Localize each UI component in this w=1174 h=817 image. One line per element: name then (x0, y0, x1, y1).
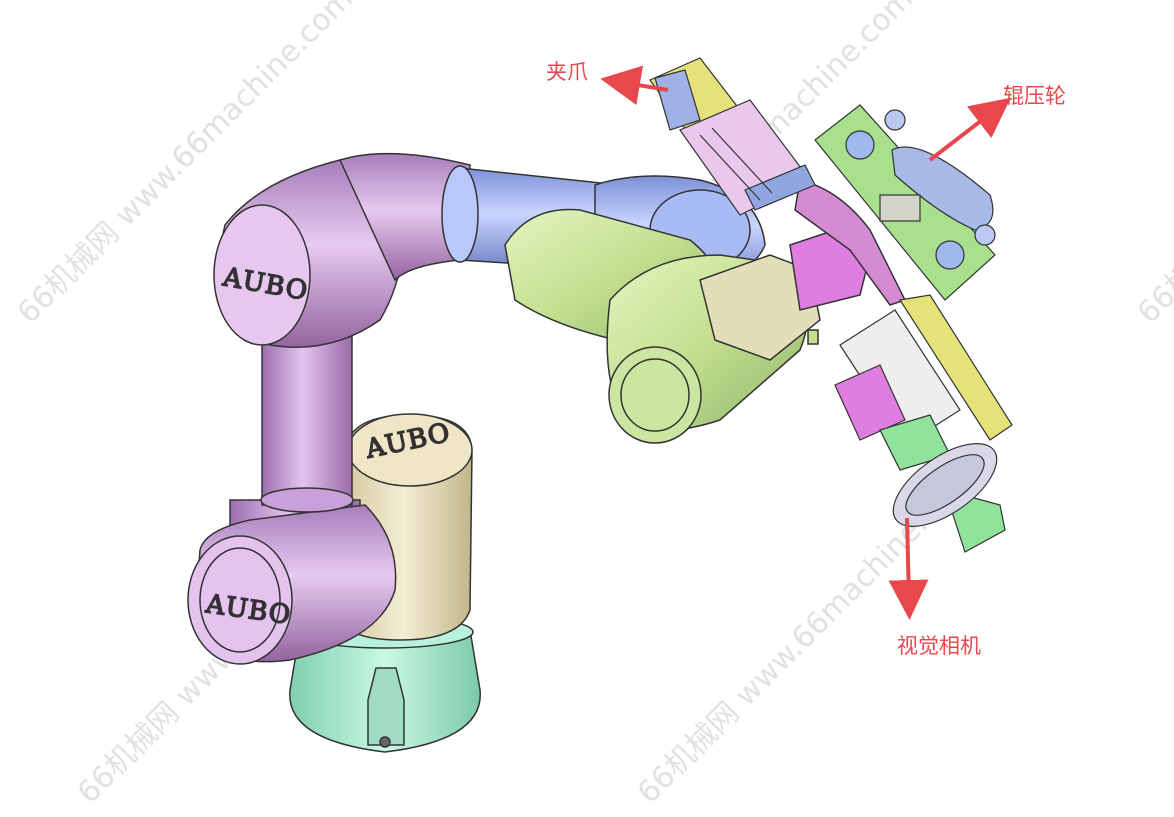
watermark-5: 66机械网 www.66machine.com (1131, 0, 1174, 331)
camera-label: 视觉相机 (897, 634, 981, 658)
gripper-assembly (649, 57, 816, 216)
elbow-joint: AUBO (213, 159, 406, 348)
wrist-2-joint (504, 208, 821, 444)
camera-arrow (888, 517, 929, 620)
roller-assembly (814, 104, 996, 301)
tool-flange (789, 179, 907, 311)
roller-arrow (928, 97, 1011, 162)
roller-label: 辊压轮 (1003, 84, 1066, 108)
shoulder-logo: AUBO (203, 589, 293, 631)
camera-assembly (834, 294, 1013, 553)
gripper-label: 夹爪 (546, 60, 588, 84)
gripper-arrow (600, 65, 669, 106)
callout-arrows (600, 65, 1011, 620)
